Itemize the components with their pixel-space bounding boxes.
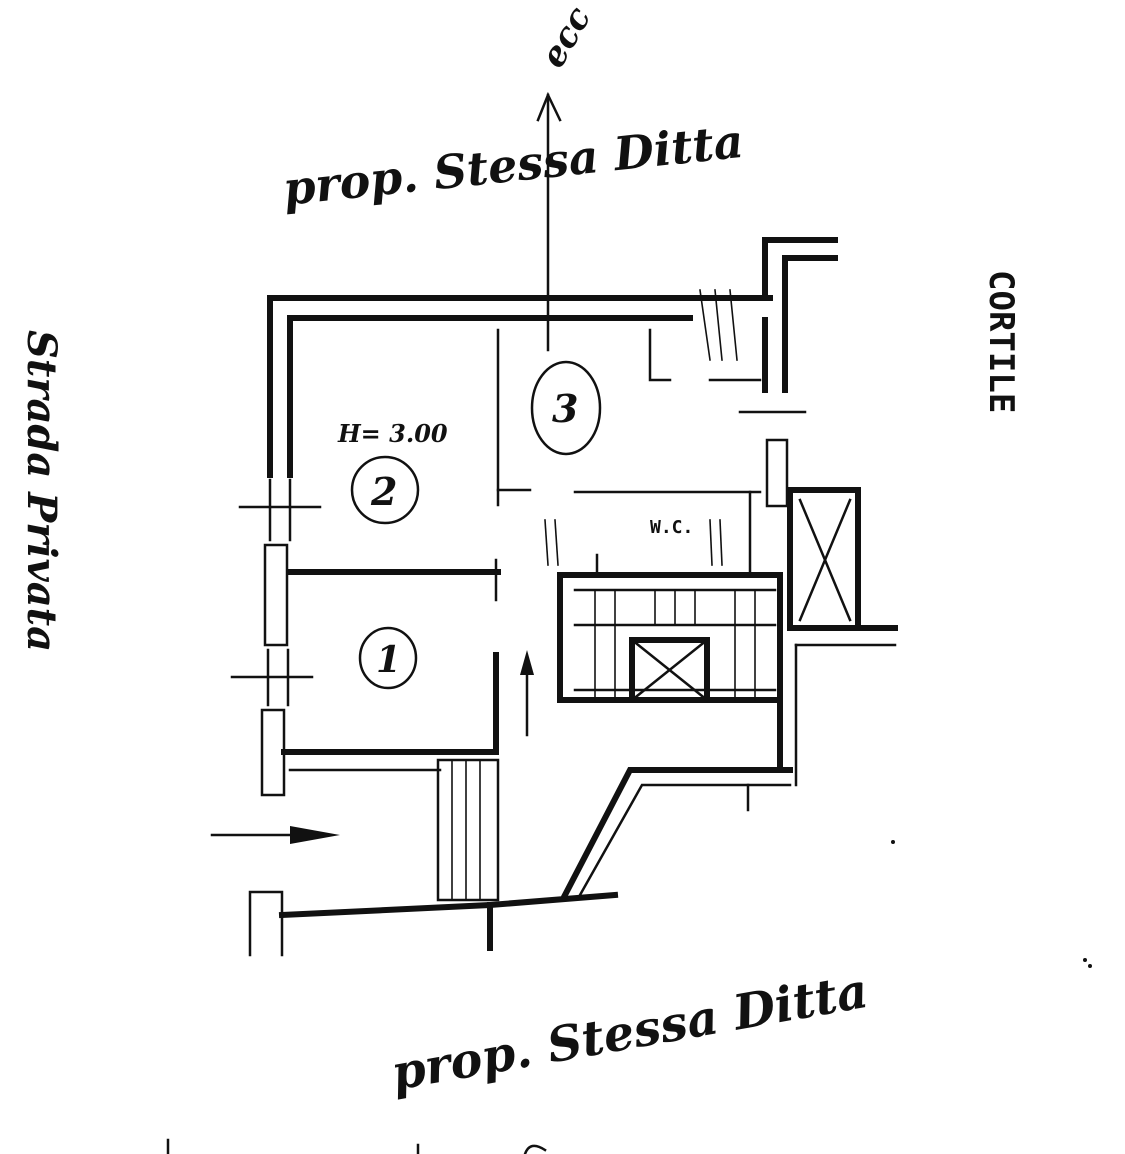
top-partial-label: ecc <box>533 0 599 74</box>
street-label: Strada Privata <box>18 330 65 652</box>
north-arrow <box>536 91 562 352</box>
room-2-number: 2 <box>370 469 397 514</box>
room-3-number: 3 <box>552 386 578 431</box>
bottom-stray-marks <box>166 840 1092 1154</box>
wc-label: W.C. <box>650 517 693 538</box>
room-2-marker: 2 <box>350 455 420 525</box>
top-owner-label: prop. Stessa Ditta <box>281 114 746 216</box>
upward-arrow <box>520 650 534 737</box>
room-3-marker: 3 <box>530 360 602 456</box>
entrance-arrow <box>210 826 340 844</box>
bottom-owner-label: prop. Stessa Ditta <box>387 963 872 1102</box>
room-1-number: 1 <box>376 639 401 681</box>
interior-walls <box>287 289 762 602</box>
courtyard-label: CORTILE <box>981 270 1021 413</box>
staircase <box>557 572 783 703</box>
outer-walls <box>230 237 898 957</box>
room-1-marker: 1 <box>358 626 418 690</box>
height-note: H= 3.00 <box>337 419 448 448</box>
